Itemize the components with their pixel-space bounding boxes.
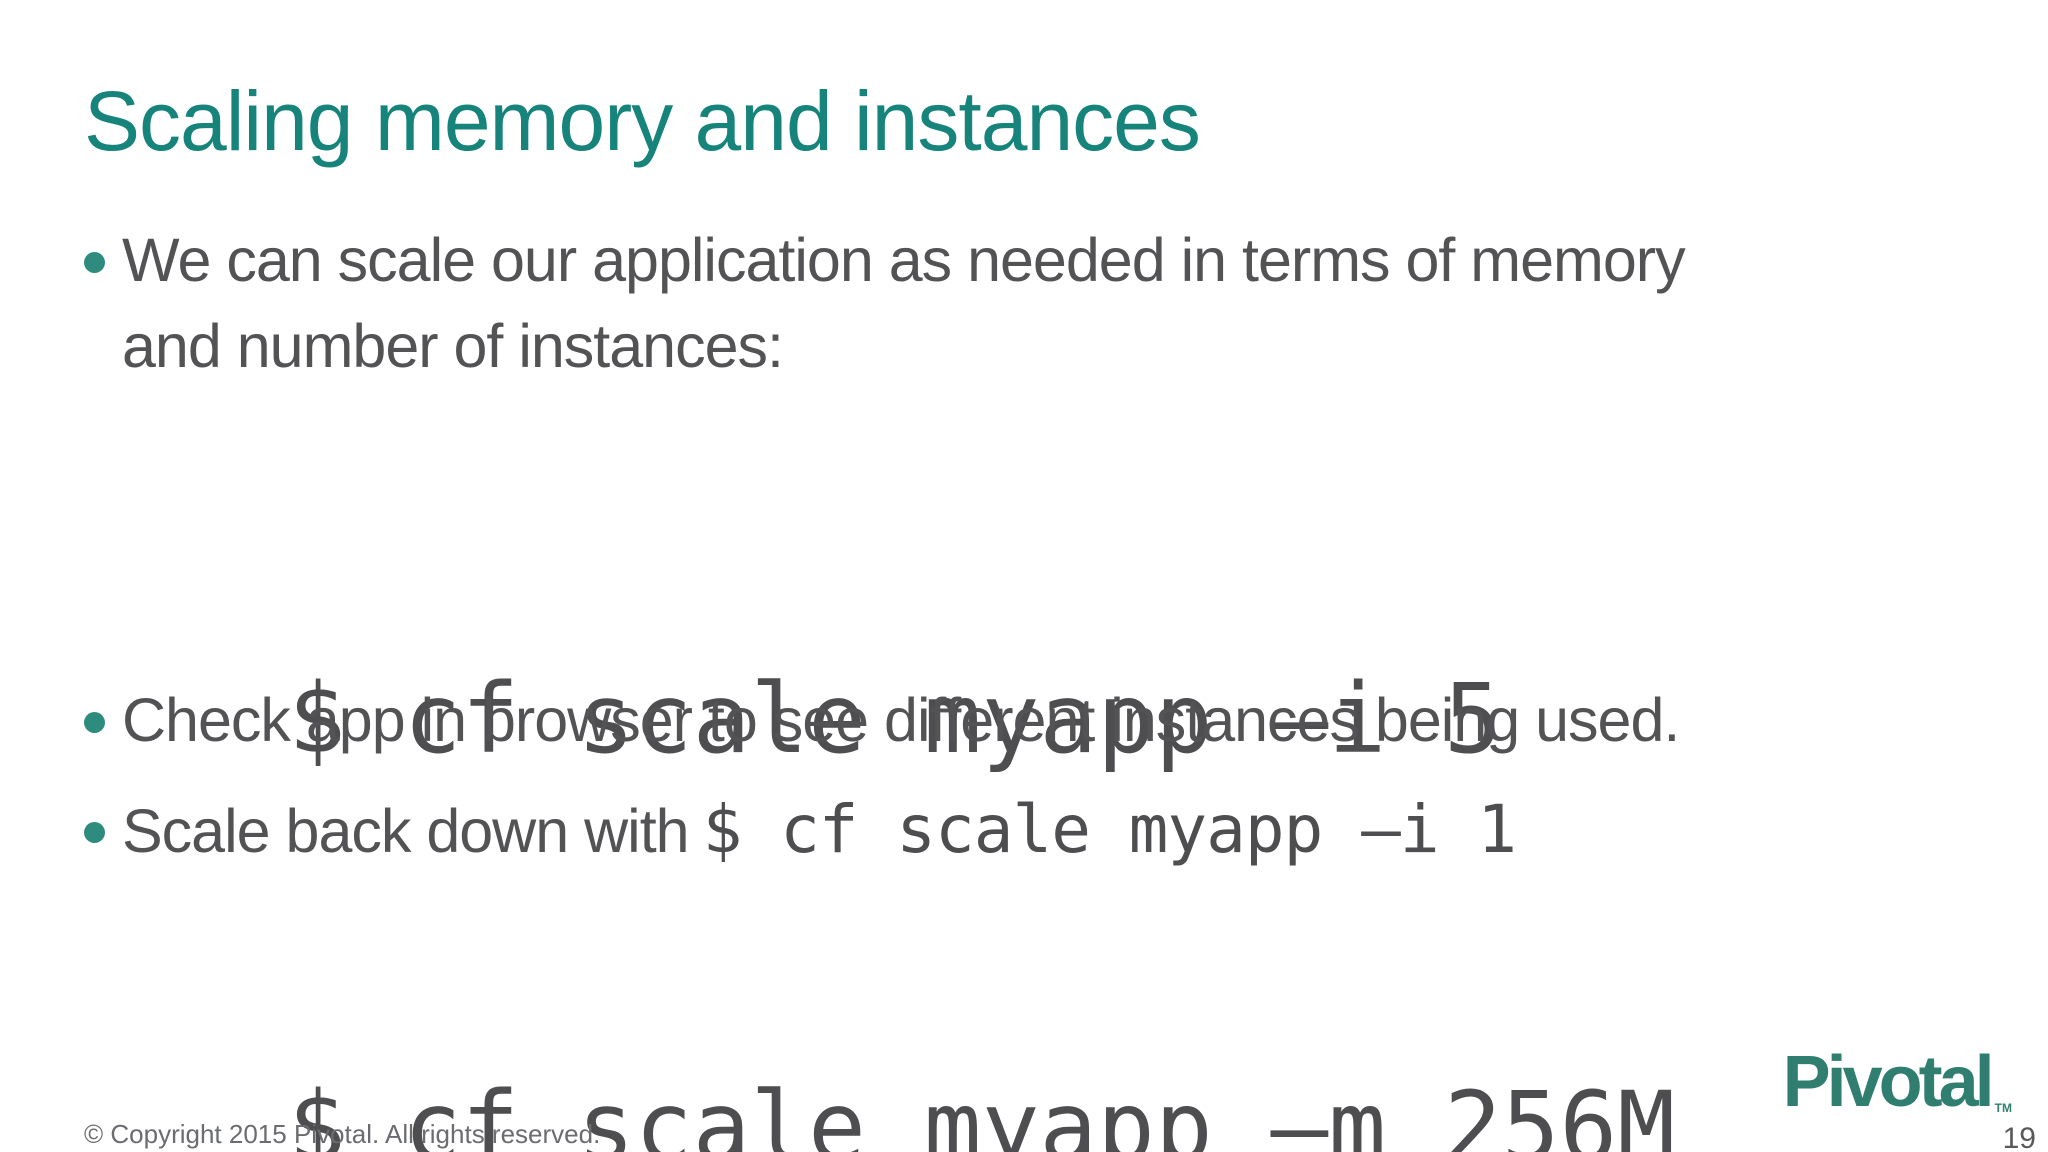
pivotal-logo: Pivotal TM xyxy=(1783,1046,2012,1118)
bullet-icon xyxy=(84,252,105,273)
bullet-item-scale-app: We can scale our application as needed i… xyxy=(84,217,1686,389)
copyright-notice: © Copyright 2015 Pivotal. All rights res… xyxy=(84,1119,601,1149)
code-block: $ cf scale myapp –i 5 $ cf scale myapp –… xyxy=(288,379,1675,1152)
bullet-text: We can scale our application as needed i… xyxy=(122,217,1686,389)
bullet-2-text: Check app in browser to see different in… xyxy=(122,686,1680,754)
slide-title: Scaling memory and instances xyxy=(84,74,1201,168)
bullet-3-text: Scale back down with$ cf scale myapp –i … xyxy=(122,787,1517,874)
trademark-symbol: TM xyxy=(1994,1101,2012,1115)
code-line-scale-memory: $ cf scale myapp –m 256M xyxy=(288,1071,1676,1152)
bullet-icon xyxy=(84,712,105,733)
bullet-icon xyxy=(84,822,105,843)
bullet-1-line-1: We can scale our application as needed i… xyxy=(122,226,1686,294)
bullet-3-inline-code: $ cf scale myapp –i 1 xyxy=(702,791,1517,868)
code-line-scale-instances: $ cf scale myapp –i 5 xyxy=(288,663,1502,775)
bullet-1-line-2: and number of instances: xyxy=(122,312,784,380)
bullet-item-scale-down: Scale back down with$ cf scale myapp –i … xyxy=(84,787,1517,874)
bullet-item-check-browser: Check app in browser to see different in… xyxy=(84,677,1680,763)
pivotal-wordmark: Pivotal xyxy=(1782,1042,1995,1122)
page-number: 19 xyxy=(2002,1122,2036,1152)
bullet-3-prefix: Scale back down with xyxy=(122,797,690,865)
